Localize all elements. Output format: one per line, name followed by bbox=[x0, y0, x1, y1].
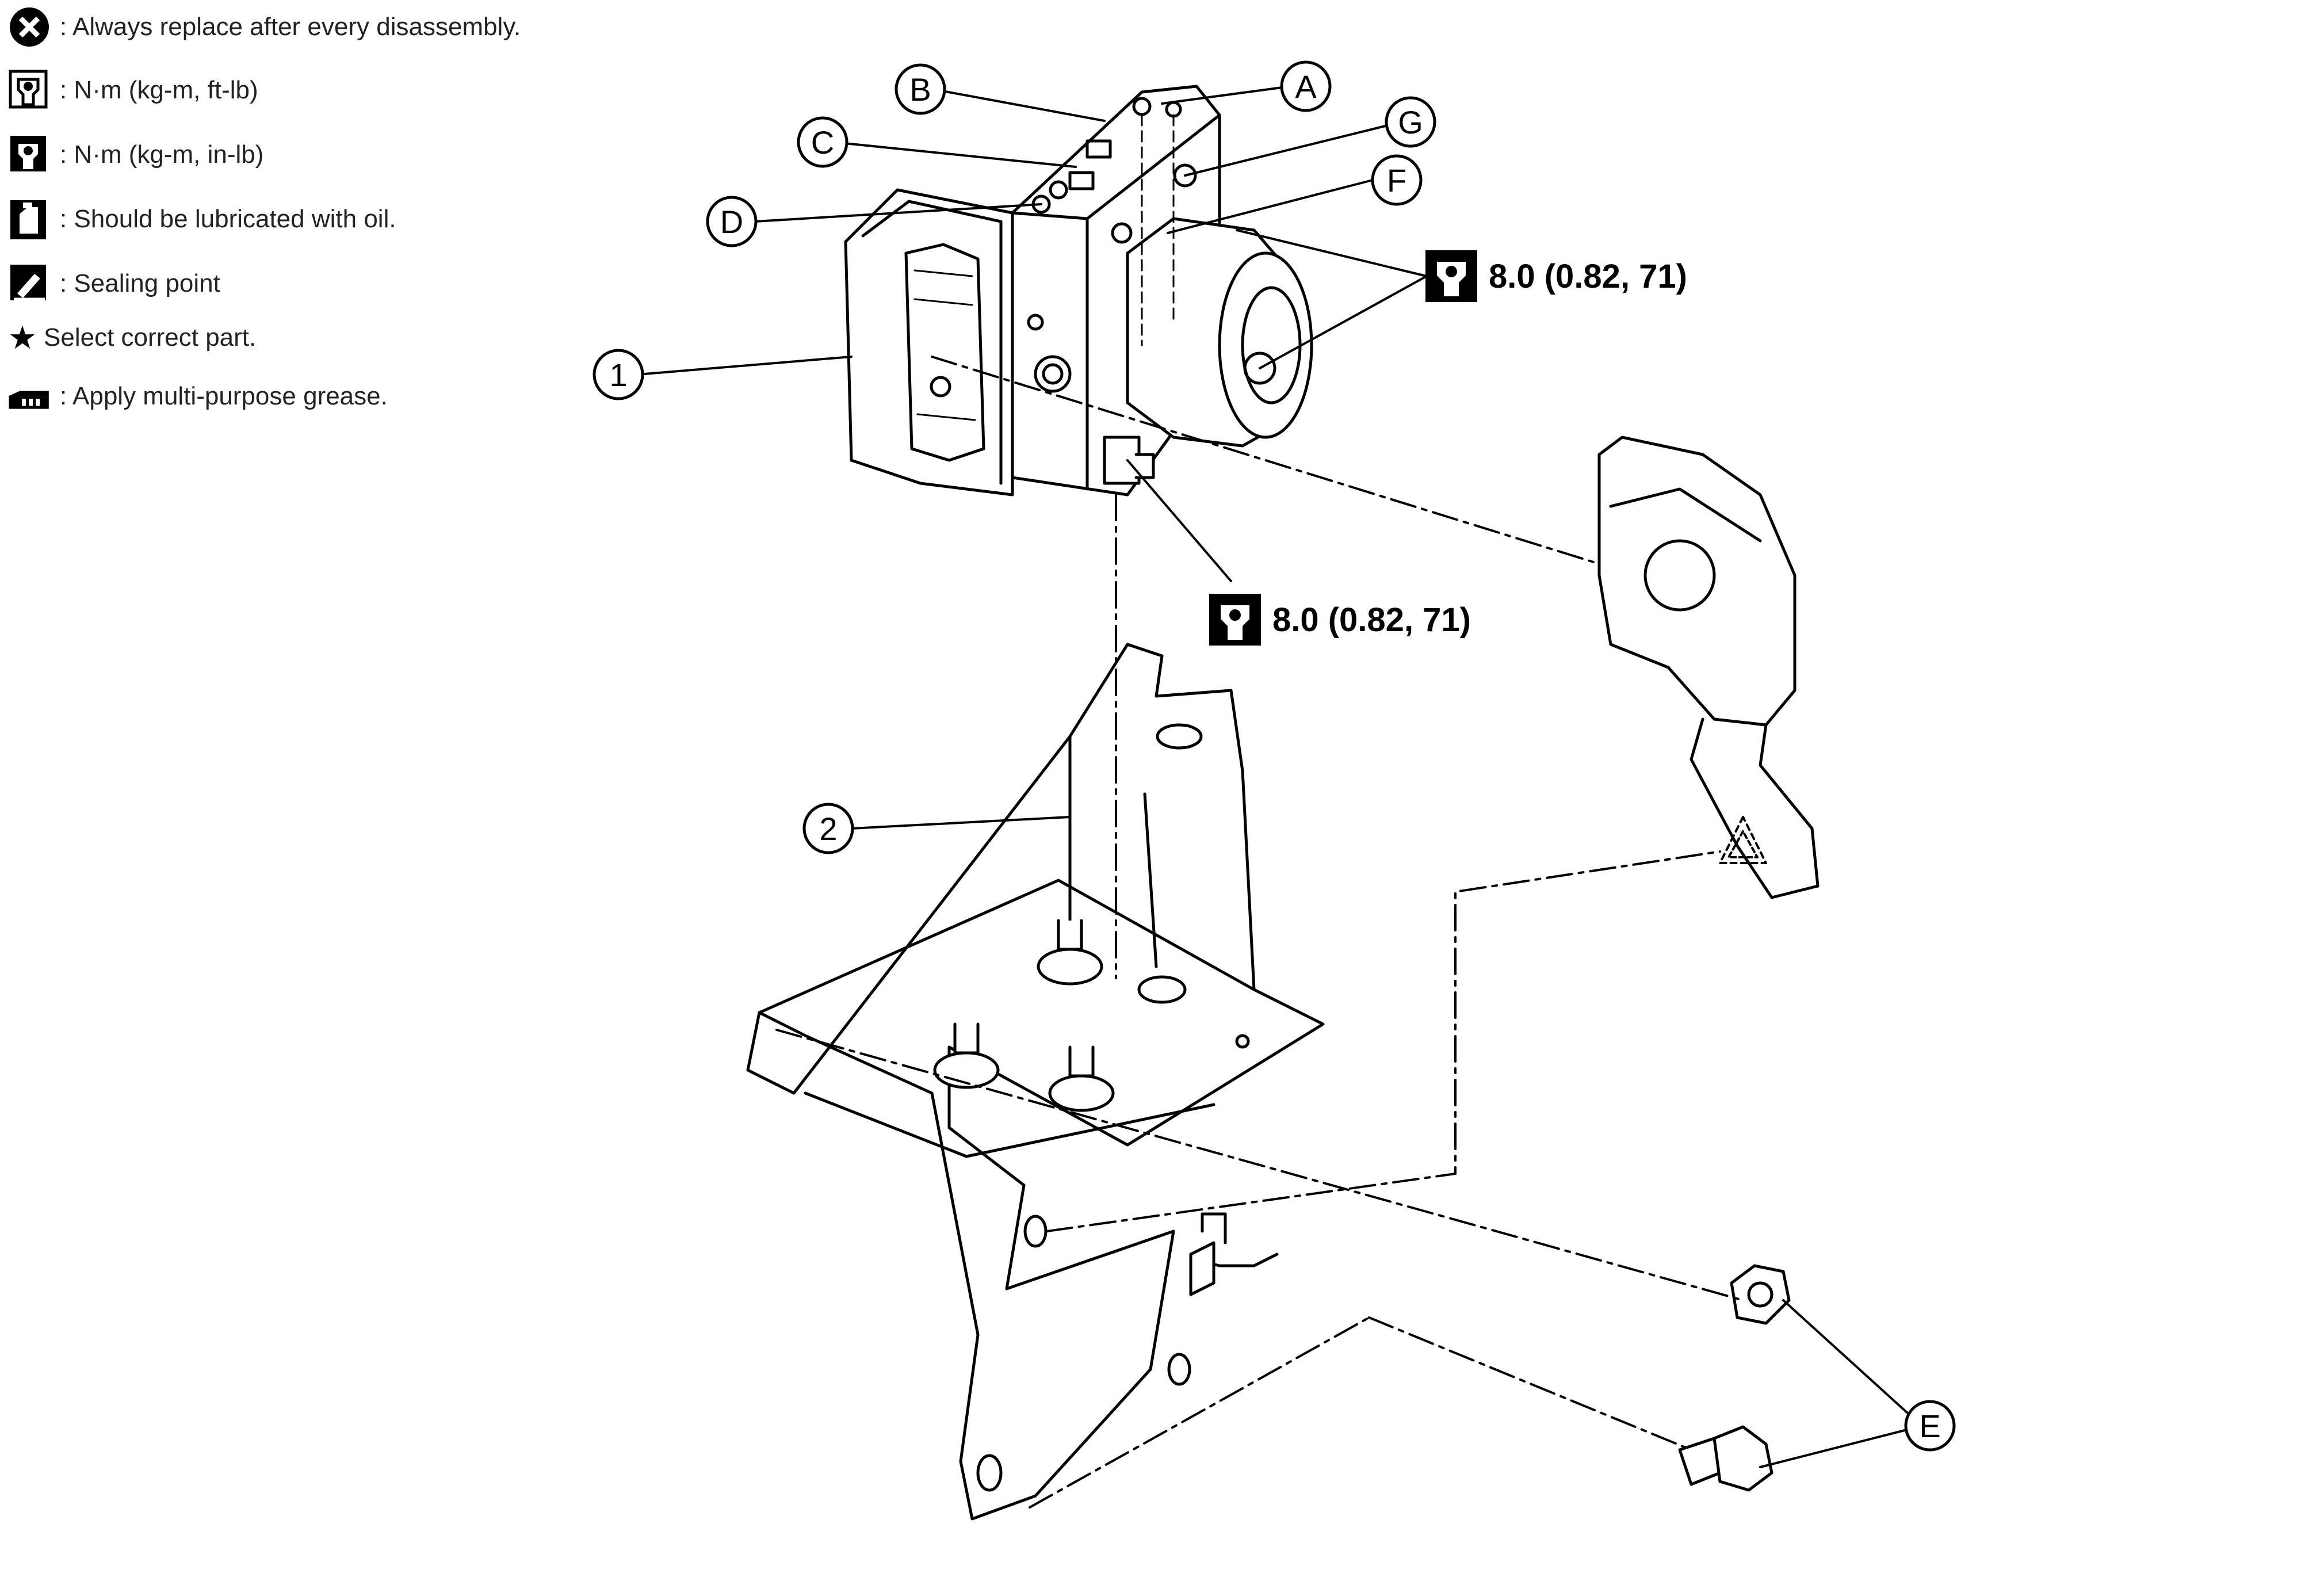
legend-text: : Always replace after every disassembly… bbox=[60, 13, 521, 41]
callout-e: E bbox=[1904, 1400, 1956, 1452]
oil-can-icon bbox=[7, 197, 52, 242]
torque-value-bracket: 8.0 (0.82, 71) bbox=[1272, 601, 1471, 639]
legend-text: : N·m (kg-m, ft-lb) bbox=[60, 76, 258, 104]
actuator-bracket bbox=[746, 643, 1325, 1521]
torque-in-lb-icon bbox=[7, 132, 52, 177]
callout-a: A bbox=[1280, 60, 1332, 112]
grease-icon bbox=[7, 374, 52, 419]
callout-d: D bbox=[706, 196, 758, 247]
callout-e-label: E bbox=[1919, 1408, 1940, 1444]
callout-d-label: D bbox=[720, 204, 743, 240]
callout-part-2: 2 bbox=[802, 803, 854, 854]
callout-part-1-label: 1 bbox=[609, 357, 627, 393]
torque-in-lb-icon bbox=[1209, 594, 1261, 646]
torque-spec-motor: 8.0 (0.82, 71) bbox=[1425, 250, 1687, 302]
legend-row-select-part: ★ Select correct part. bbox=[7, 312, 256, 364]
callout-g-label: G bbox=[1398, 104, 1423, 140]
star-icon: ★ bbox=[7, 319, 37, 356]
legend-row-torque-in-lb: : N·m (kg-m, in-lb) bbox=[7, 129, 263, 181]
legend-row-lubricate: : Should be lubricated with oil. bbox=[7, 193, 396, 245]
torque-ft-lb-icon bbox=[7, 68, 52, 113]
bolt-e bbox=[1678, 1425, 1773, 1492]
callout-b-label: B bbox=[909, 71, 931, 108]
torque-spec-bracket: 8.0 (0.82, 71) bbox=[1209, 594, 1471, 646]
torque-in-lb-icon bbox=[1425, 250, 1477, 302]
legend-row-grease: : Apply multi-purpose grease. bbox=[7, 371, 388, 422]
callout-b: B bbox=[895, 63, 946, 115]
nut-e bbox=[1730, 1264, 1791, 1325]
callout-a-label: A bbox=[1295, 68, 1317, 105]
legend-text: : N·m (kg-m, in-lb) bbox=[60, 140, 264, 169]
callout-g: G bbox=[1385, 96, 1436, 148]
grease-mark-icon bbox=[1719, 816, 1767, 864]
sealing-point-icon bbox=[7, 261, 52, 306]
legend-text: : Should be lubricated with oil. bbox=[60, 205, 396, 233]
harness-connector bbox=[1597, 436, 1820, 899]
legend-row-torque-ft-lb: : N·m (kg-m, ft-lb) bbox=[7, 64, 258, 116]
leader-lines bbox=[636, 86, 1908, 1468]
always-replace-icon bbox=[7, 5, 52, 49]
abs-actuator-unit bbox=[844, 85, 1313, 497]
legend-text: Select correct part. bbox=[44, 323, 257, 352]
callout-part-2-label: 2 bbox=[819, 811, 837, 847]
legend-text: : Apply multi-purpose grease. bbox=[60, 382, 388, 410]
torque-value-motor: 8.0 (0.82, 71) bbox=[1489, 258, 1687, 295]
callout-c-label: C bbox=[811, 124, 834, 161]
assembly-lines bbox=[775, 356, 1744, 1509]
callout-c: C bbox=[797, 116, 848, 168]
callout-part-1: 1 bbox=[593, 349, 644, 400]
legend-row-sealing: : Sealing point bbox=[7, 258, 220, 310]
callout-f-label: F bbox=[1387, 162, 1406, 198]
callout-f: F bbox=[1371, 154, 1423, 206]
legend-text: : Sealing point bbox=[60, 269, 220, 297]
legend-row-replace: : Always replace after every disassembly… bbox=[7, 1, 521, 53]
